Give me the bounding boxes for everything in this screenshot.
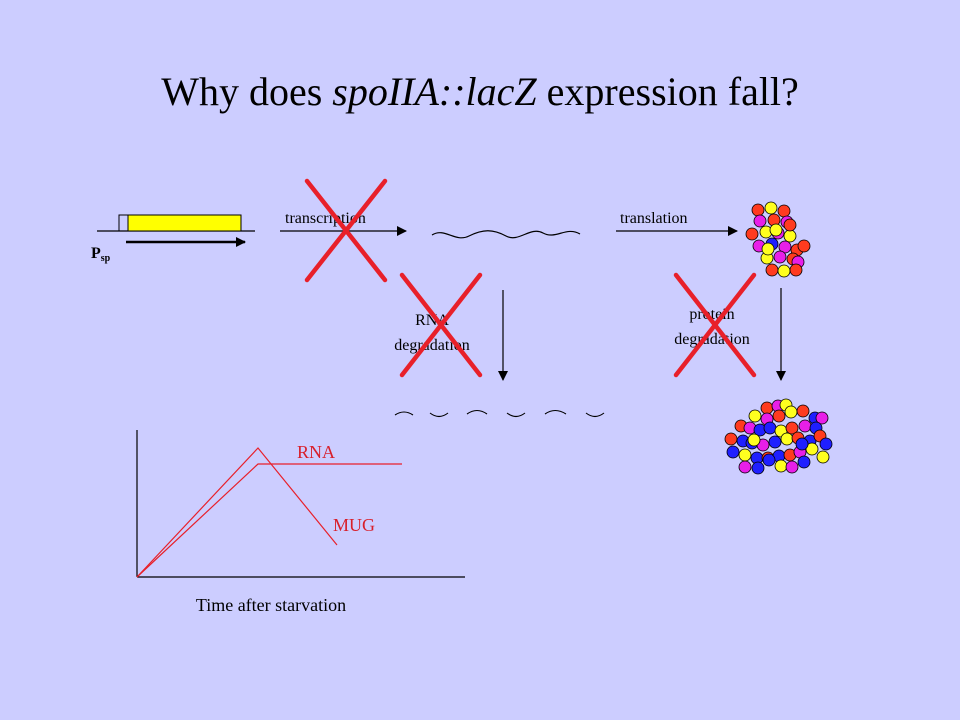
protein-bead (780, 432, 794, 446)
protein-bead (753, 214, 767, 228)
mug-curve-label: MUG (333, 515, 375, 535)
protein-bead (784, 405, 798, 419)
translation-label: translation (620, 210, 688, 227)
protein-bead (747, 433, 761, 447)
protein-bead (785, 421, 799, 435)
protein-bead (789, 263, 803, 277)
slide-title: Why does spoIIA::lacZ expression fall? (0, 68, 960, 115)
protein-bead (796, 404, 810, 418)
protein-bead (761, 242, 775, 256)
rna-degradation-cross (399, 272, 483, 378)
protein-bead (815, 411, 829, 425)
protein-bead (783, 218, 797, 232)
protein-bead (768, 435, 782, 449)
protein-degradation-cross (673, 272, 757, 378)
graph-x-label: Time after starvation (196, 595, 346, 615)
protein-bead (765, 263, 779, 277)
promoter-label: Psp (91, 245, 111, 264)
transcription-cross (304, 178, 388, 283)
protein-bead (797, 239, 811, 253)
protein-bead (738, 460, 752, 474)
degraded-rna-fragments (394, 409, 605, 418)
protein-bead (745, 227, 759, 241)
protein-bead (777, 264, 791, 278)
rna-curve-label: RNA (297, 442, 335, 462)
gene-construct: Psp (91, 214, 255, 264)
protein-bead (816, 450, 830, 464)
protein-bead (763, 421, 777, 435)
protein-bead (748, 409, 762, 423)
protein-bead (773, 250, 787, 264)
protein-bead (795, 437, 809, 451)
title-prefix: Why does (161, 69, 333, 114)
protein-degradation-label-line2: degradation (674, 331, 750, 348)
protein-bead (785, 460, 799, 474)
protein-bead (783, 229, 797, 243)
transcription-label: transcription (285, 210, 366, 227)
expression-graph: RNA MUG Time after starvation (136, 430, 465, 615)
protein-bead (724, 432, 738, 446)
title-suffix: expression fall? (536, 69, 799, 114)
protein-bead (797, 455, 811, 469)
degraded-protein-scatter (724, 398, 833, 475)
protein-bead (778, 240, 792, 254)
protein-bead (726, 445, 740, 459)
protein-bead (777, 204, 791, 218)
protein-bead (738, 448, 752, 462)
rna-curve (136, 447, 338, 578)
mug-curve (136, 463, 402, 578)
protein-bead (751, 461, 765, 475)
mrna-wave (431, 230, 581, 239)
folded-protein-cluster (745, 201, 811, 278)
protein-bead (760, 401, 774, 415)
protein-bead (798, 419, 812, 433)
lacz-gene-box (127, 214, 242, 232)
protein-bead (772, 409, 786, 423)
protein-bead (774, 459, 788, 473)
protein-bead (762, 453, 776, 467)
protein-bead (764, 201, 778, 215)
protein-bead (805, 442, 819, 456)
protein-bead (819, 437, 833, 451)
title-gene-name: spoIIA::lacZ (332, 69, 537, 114)
protein-bead (769, 223, 783, 237)
protein-bead (751, 203, 765, 217)
